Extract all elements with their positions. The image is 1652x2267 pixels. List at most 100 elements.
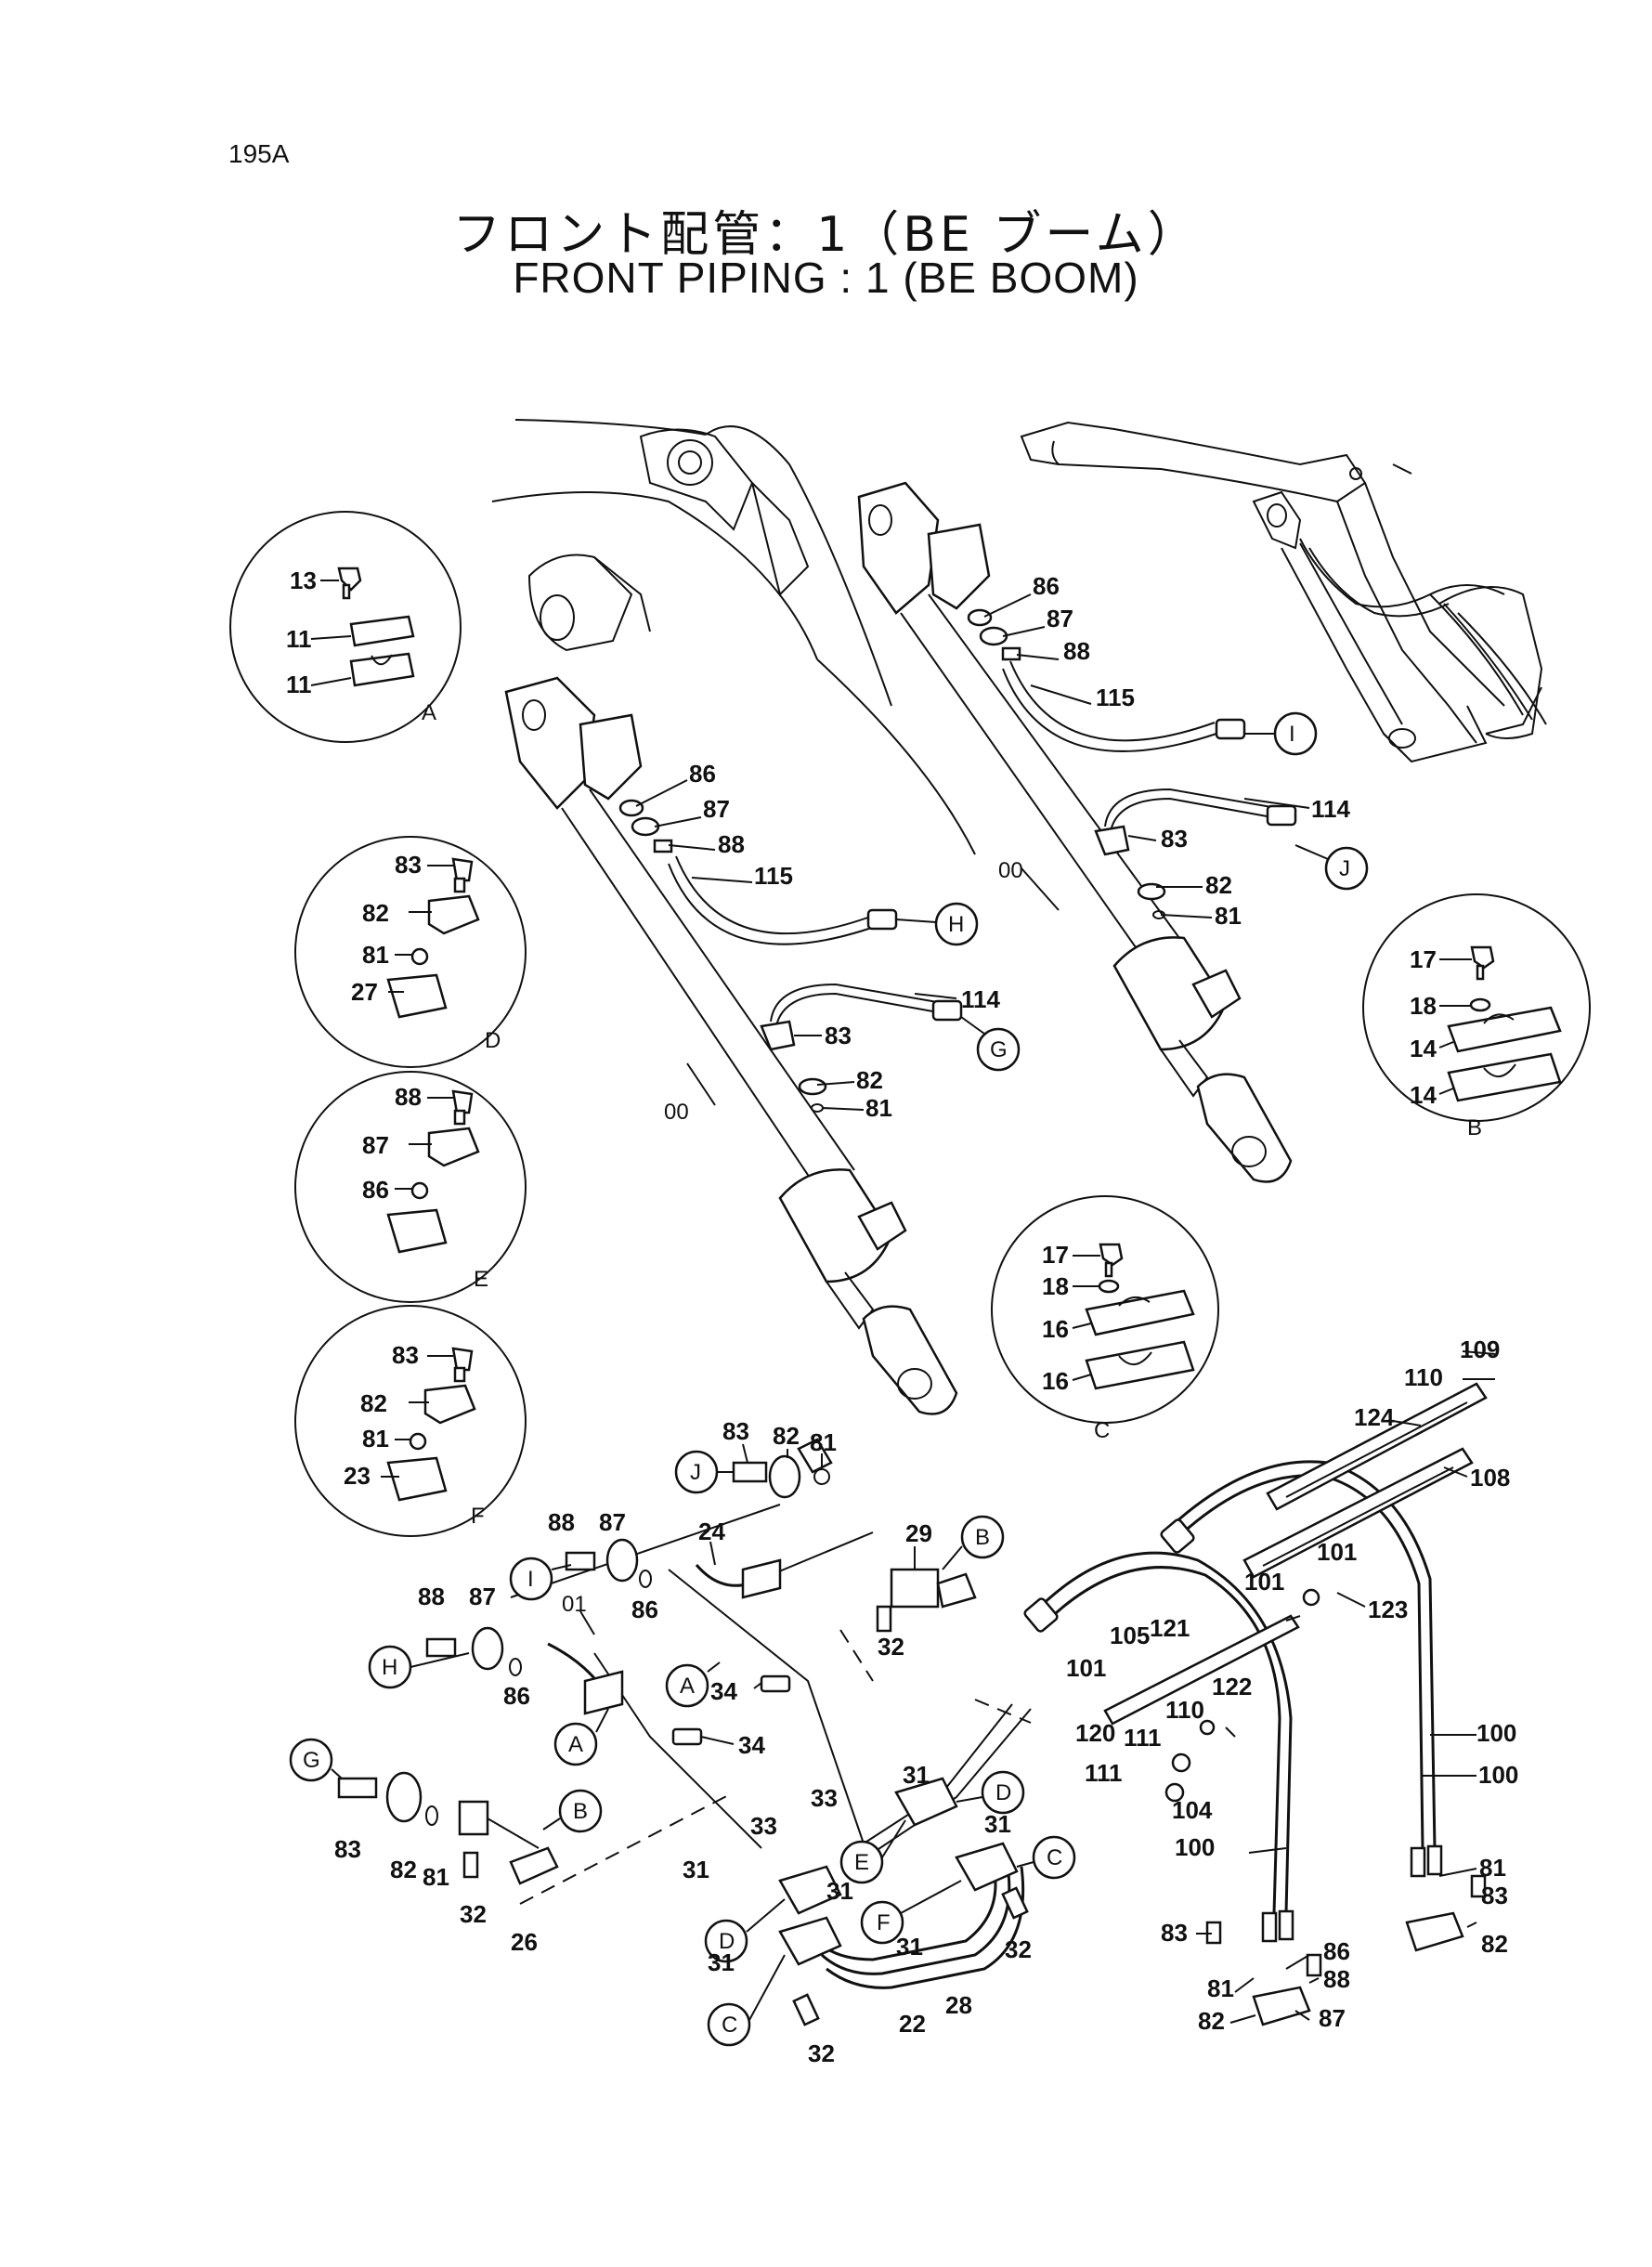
svg-text:33: 33 bbox=[750, 1812, 777, 1840]
svg-text:83: 83 bbox=[825, 1022, 852, 1049]
svg-text:34: 34 bbox=[738, 1731, 765, 1759]
svg-text:105: 105 bbox=[1110, 1622, 1150, 1649]
svg-text:G: G bbox=[990, 1037, 1008, 1062]
leaders-left-cylinder bbox=[635, 779, 957, 1111]
svg-text:B: B bbox=[1467, 1115, 1482, 1140]
svg-text:B: B bbox=[573, 1799, 588, 1824]
svg-text:82: 82 bbox=[1205, 871, 1232, 899]
svg-text:82: 82 bbox=[362, 899, 389, 927]
svg-text:16: 16 bbox=[1042, 1367, 1069, 1395]
svg-text:32: 32 bbox=[878, 1633, 904, 1661]
svg-text:11: 11 bbox=[286, 625, 312, 653]
svg-text:83: 83 bbox=[392, 1341, 419, 1369]
svg-text:110: 110 bbox=[1404, 1363, 1443, 1391]
svg-text:81: 81 bbox=[865, 1094, 892, 1122]
svg-text:31: 31 bbox=[683, 1856, 709, 1883]
svg-text:82: 82 bbox=[1198, 2007, 1225, 2035]
svg-text:17: 17 bbox=[1410, 945, 1437, 973]
svg-text:83: 83 bbox=[1161, 825, 1188, 853]
svg-text:100: 100 bbox=[1478, 1761, 1518, 1789]
detail-view-c: 17 18 16 16 C bbox=[991, 1195, 1219, 1443]
svg-text:86: 86 bbox=[1033, 572, 1060, 600]
svg-text:111: 111 bbox=[1085, 1759, 1123, 1787]
svg-text:87: 87 bbox=[362, 1131, 389, 1159]
lower-piping-assembly bbox=[337, 1382, 1488, 2026]
svg-text:00: 00 bbox=[664, 1100, 689, 1125]
svg-text:88: 88 bbox=[418, 1583, 445, 1610]
svg-text:86: 86 bbox=[631, 1596, 658, 1623]
svg-text:00: 00 bbox=[998, 858, 1023, 883]
svg-text:18: 18 bbox=[1410, 992, 1437, 1020]
svg-text:114: 114 bbox=[961, 985, 1000, 1013]
svg-text:I: I bbox=[527, 1567, 534, 1592]
svg-text:83: 83 bbox=[1481, 1882, 1508, 1909]
svg-text:88: 88 bbox=[548, 1508, 575, 1536]
machine-overview-illustration bbox=[1020, 421, 1547, 763]
labels-lower-assembly: 83 82 81 29 88 87 88 87 86 86 24 01 34 3… bbox=[334, 1335, 1518, 2067]
svg-text:120: 120 bbox=[1075, 1719, 1115, 1747]
svg-text:31: 31 bbox=[708, 1948, 735, 1976]
svg-text:24: 24 bbox=[698, 1518, 725, 1545]
svg-text:32: 32 bbox=[460, 1900, 487, 1928]
svg-text:81: 81 bbox=[423, 1863, 449, 1891]
svg-text:86: 86 bbox=[362, 1176, 389, 1204]
svg-text:17: 17 bbox=[1042, 1241, 1069, 1269]
svg-text:01: 01 bbox=[562, 1592, 587, 1617]
svg-text:32: 32 bbox=[808, 2039, 835, 2067]
leaders-right-cylinder bbox=[983, 593, 1310, 919]
svg-text:88: 88 bbox=[395, 1083, 422, 1111]
svg-text:A: A bbox=[680, 1674, 695, 1699]
svg-text:81: 81 bbox=[1479, 1854, 1506, 1882]
svg-text:101: 101 bbox=[1244, 1568, 1284, 1596]
svg-text:109: 109 bbox=[1460, 1335, 1500, 1363]
svg-text:27: 27 bbox=[351, 978, 378, 1006]
svg-text:121: 121 bbox=[1150, 1614, 1190, 1642]
svg-text:87: 87 bbox=[1319, 2004, 1346, 2032]
svg-text:81: 81 bbox=[362, 1425, 389, 1453]
svg-text:F: F bbox=[471, 1504, 485, 1529]
svg-text:23: 23 bbox=[344, 1462, 371, 1490]
svg-text:81: 81 bbox=[1215, 902, 1242, 930]
svg-text:C: C bbox=[1094, 1418, 1110, 1443]
svg-text:81: 81 bbox=[1207, 1974, 1234, 2002]
svg-text:88: 88 bbox=[718, 830, 745, 858]
svg-text:87: 87 bbox=[1047, 605, 1073, 632]
detail-view-d: 83 82 81 27 D bbox=[294, 836, 527, 1068]
detail-view-e: 88 87 86 E bbox=[294, 1071, 527, 1303]
boom-outline bbox=[491, 419, 976, 855]
svg-text:82: 82 bbox=[773, 1422, 800, 1450]
svg-text:G: G bbox=[303, 1748, 320, 1773]
svg-text:83: 83 bbox=[722, 1417, 749, 1445]
svg-text:82: 82 bbox=[360, 1389, 387, 1417]
svg-text:H: H bbox=[382, 1655, 397, 1680]
svg-text:C: C bbox=[1047, 1845, 1062, 1870]
svg-text:31: 31 bbox=[826, 1877, 853, 1905]
boom-cylinder-right bbox=[857, 481, 1297, 1183]
svg-text:A: A bbox=[422, 700, 436, 725]
svg-text:31: 31 bbox=[896, 1933, 923, 1961]
svg-text:83: 83 bbox=[395, 851, 422, 879]
svg-text:104: 104 bbox=[1172, 1796, 1213, 1824]
svg-text:33: 33 bbox=[811, 1784, 838, 1812]
svg-text:28: 28 bbox=[945, 1991, 972, 2019]
svg-text:82: 82 bbox=[390, 1856, 417, 1883]
labels-left-cylinder: 86 87 88 115 114 83 82 81 00 bbox=[664, 760, 1000, 1125]
svg-text:32: 32 bbox=[1005, 1935, 1032, 1963]
svg-text:14: 14 bbox=[1410, 1081, 1437, 1109]
svg-text:83: 83 bbox=[334, 1835, 361, 1863]
svg-text:16: 16 bbox=[1042, 1315, 1069, 1343]
svg-text:83: 83 bbox=[1161, 1919, 1188, 1947]
svg-text:88: 88 bbox=[1063, 637, 1090, 665]
svg-text:87: 87 bbox=[469, 1583, 496, 1610]
svg-text:100: 100 bbox=[1476, 1719, 1516, 1747]
svg-text:26: 26 bbox=[511, 1928, 538, 1956]
svg-text:124: 124 bbox=[1354, 1403, 1395, 1431]
svg-text:13: 13 bbox=[290, 567, 317, 594]
svg-text:122: 122 bbox=[1212, 1673, 1252, 1700]
svg-text:F: F bbox=[877, 1910, 891, 1935]
svg-text:115: 115 bbox=[754, 862, 793, 890]
svg-text:18: 18 bbox=[1042, 1272, 1069, 1300]
svg-text:B: B bbox=[975, 1525, 990, 1550]
svg-text:I: I bbox=[1289, 722, 1295, 747]
svg-text:11: 11 bbox=[286, 671, 312, 698]
